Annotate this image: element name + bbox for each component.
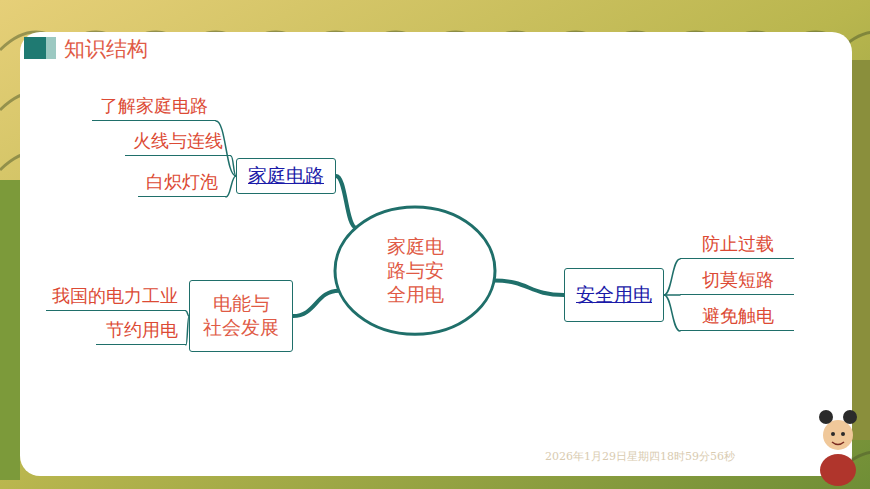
topic-leaf: 防止过载 bbox=[680, 232, 794, 259]
node-text-group: 白炽灯泡 bbox=[146, 170, 218, 194]
node-text-group: 我国的电力工业 bbox=[52, 284, 178, 308]
cartoon-character bbox=[819, 410, 857, 486]
central-topic: 家庭电 路与安 全用电 bbox=[333, 205, 497, 336]
leaf-text: 避免触电 bbox=[702, 304, 774, 328]
node-text-group: 了解家庭电路 bbox=[100, 94, 208, 118]
node-label: 电能与 社会发展 bbox=[201, 292, 281, 340]
node-text-group: 安全用电 bbox=[576, 283, 652, 307]
title-marker-light bbox=[46, 37, 56, 59]
node-text-group: 防止过载 bbox=[702, 232, 774, 256]
topic-leaf: 我国的电力工业 bbox=[46, 284, 186, 311]
title-marker bbox=[24, 37, 46, 59]
character-eye bbox=[841, 432, 845, 436]
leaf-text: 了解家庭电路 bbox=[100, 94, 208, 118]
leaf-text: 火线与连线 bbox=[133, 129, 223, 153]
branch-connector bbox=[494, 281, 564, 295]
ellipse-shape bbox=[335, 207, 495, 334]
character-hair-bun bbox=[819, 410, 833, 424]
topic-leaf: 火线与连线 bbox=[125, 129, 231, 156]
character-hair-bun bbox=[843, 410, 857, 424]
character-mouth bbox=[832, 442, 844, 445]
leaf-connector bbox=[664, 295, 680, 331]
topic-leaf: 切莫短路 bbox=[680, 268, 794, 295]
branch-box: 家庭电路 bbox=[236, 158, 336, 194]
node-text-group: 家庭电 路与安 全用电 bbox=[382, 235, 448, 306]
topic-leaf: 白炽灯泡 bbox=[138, 170, 226, 197]
node-text-group: 家庭电路 bbox=[248, 164, 324, 188]
leaf-text: 切莫短路 bbox=[702, 268, 774, 292]
leaf-text: 我国的电力工业 bbox=[52, 284, 178, 308]
watermark-timestamp: 2026年1月29日星期四18时59分56秒 bbox=[545, 449, 735, 464]
left-strip bbox=[0, 180, 20, 480]
branch-connector bbox=[293, 291, 339, 316]
character-head bbox=[823, 420, 853, 450]
leaf-connector bbox=[664, 259, 680, 295]
leaf-text: 白炽灯泡 bbox=[146, 170, 218, 194]
branch-box: 电能与 社会发展 bbox=[189, 280, 293, 352]
white-panel bbox=[20, 32, 852, 476]
topic-leaf: 节约用电 bbox=[96, 318, 186, 345]
branch-box: 安全用电 bbox=[564, 268, 664, 322]
topic-leaf: 避免触电 bbox=[680, 304, 794, 331]
leaf-text: 节约用电 bbox=[106, 318, 178, 342]
node-text-group: 电能与 社会发展 bbox=[201, 292, 281, 340]
leaf-connector bbox=[226, 176, 236, 197]
branch-connector bbox=[336, 176, 356, 228]
character-body bbox=[820, 454, 856, 486]
character-eye bbox=[831, 432, 835, 436]
right-strip bbox=[850, 60, 870, 440]
node-text-group: 切莫短路 bbox=[702, 268, 774, 292]
node-label: 安全用电 bbox=[576, 283, 652, 307]
topic-leaf: 了解家庭电路 bbox=[92, 94, 216, 121]
node-label: 家庭电 路与安 全用电 bbox=[382, 235, 448, 306]
node-text-group: 火线与连线 bbox=[133, 129, 223, 153]
node-text-group: 避免触电 bbox=[702, 304, 774, 328]
node-label: 家庭电路 bbox=[248, 164, 324, 188]
leaf-text: 防止过载 bbox=[702, 232, 774, 256]
slide-title: 知识结构 bbox=[64, 35, 148, 63]
node-text-group: 节约用电 bbox=[106, 318, 178, 342]
